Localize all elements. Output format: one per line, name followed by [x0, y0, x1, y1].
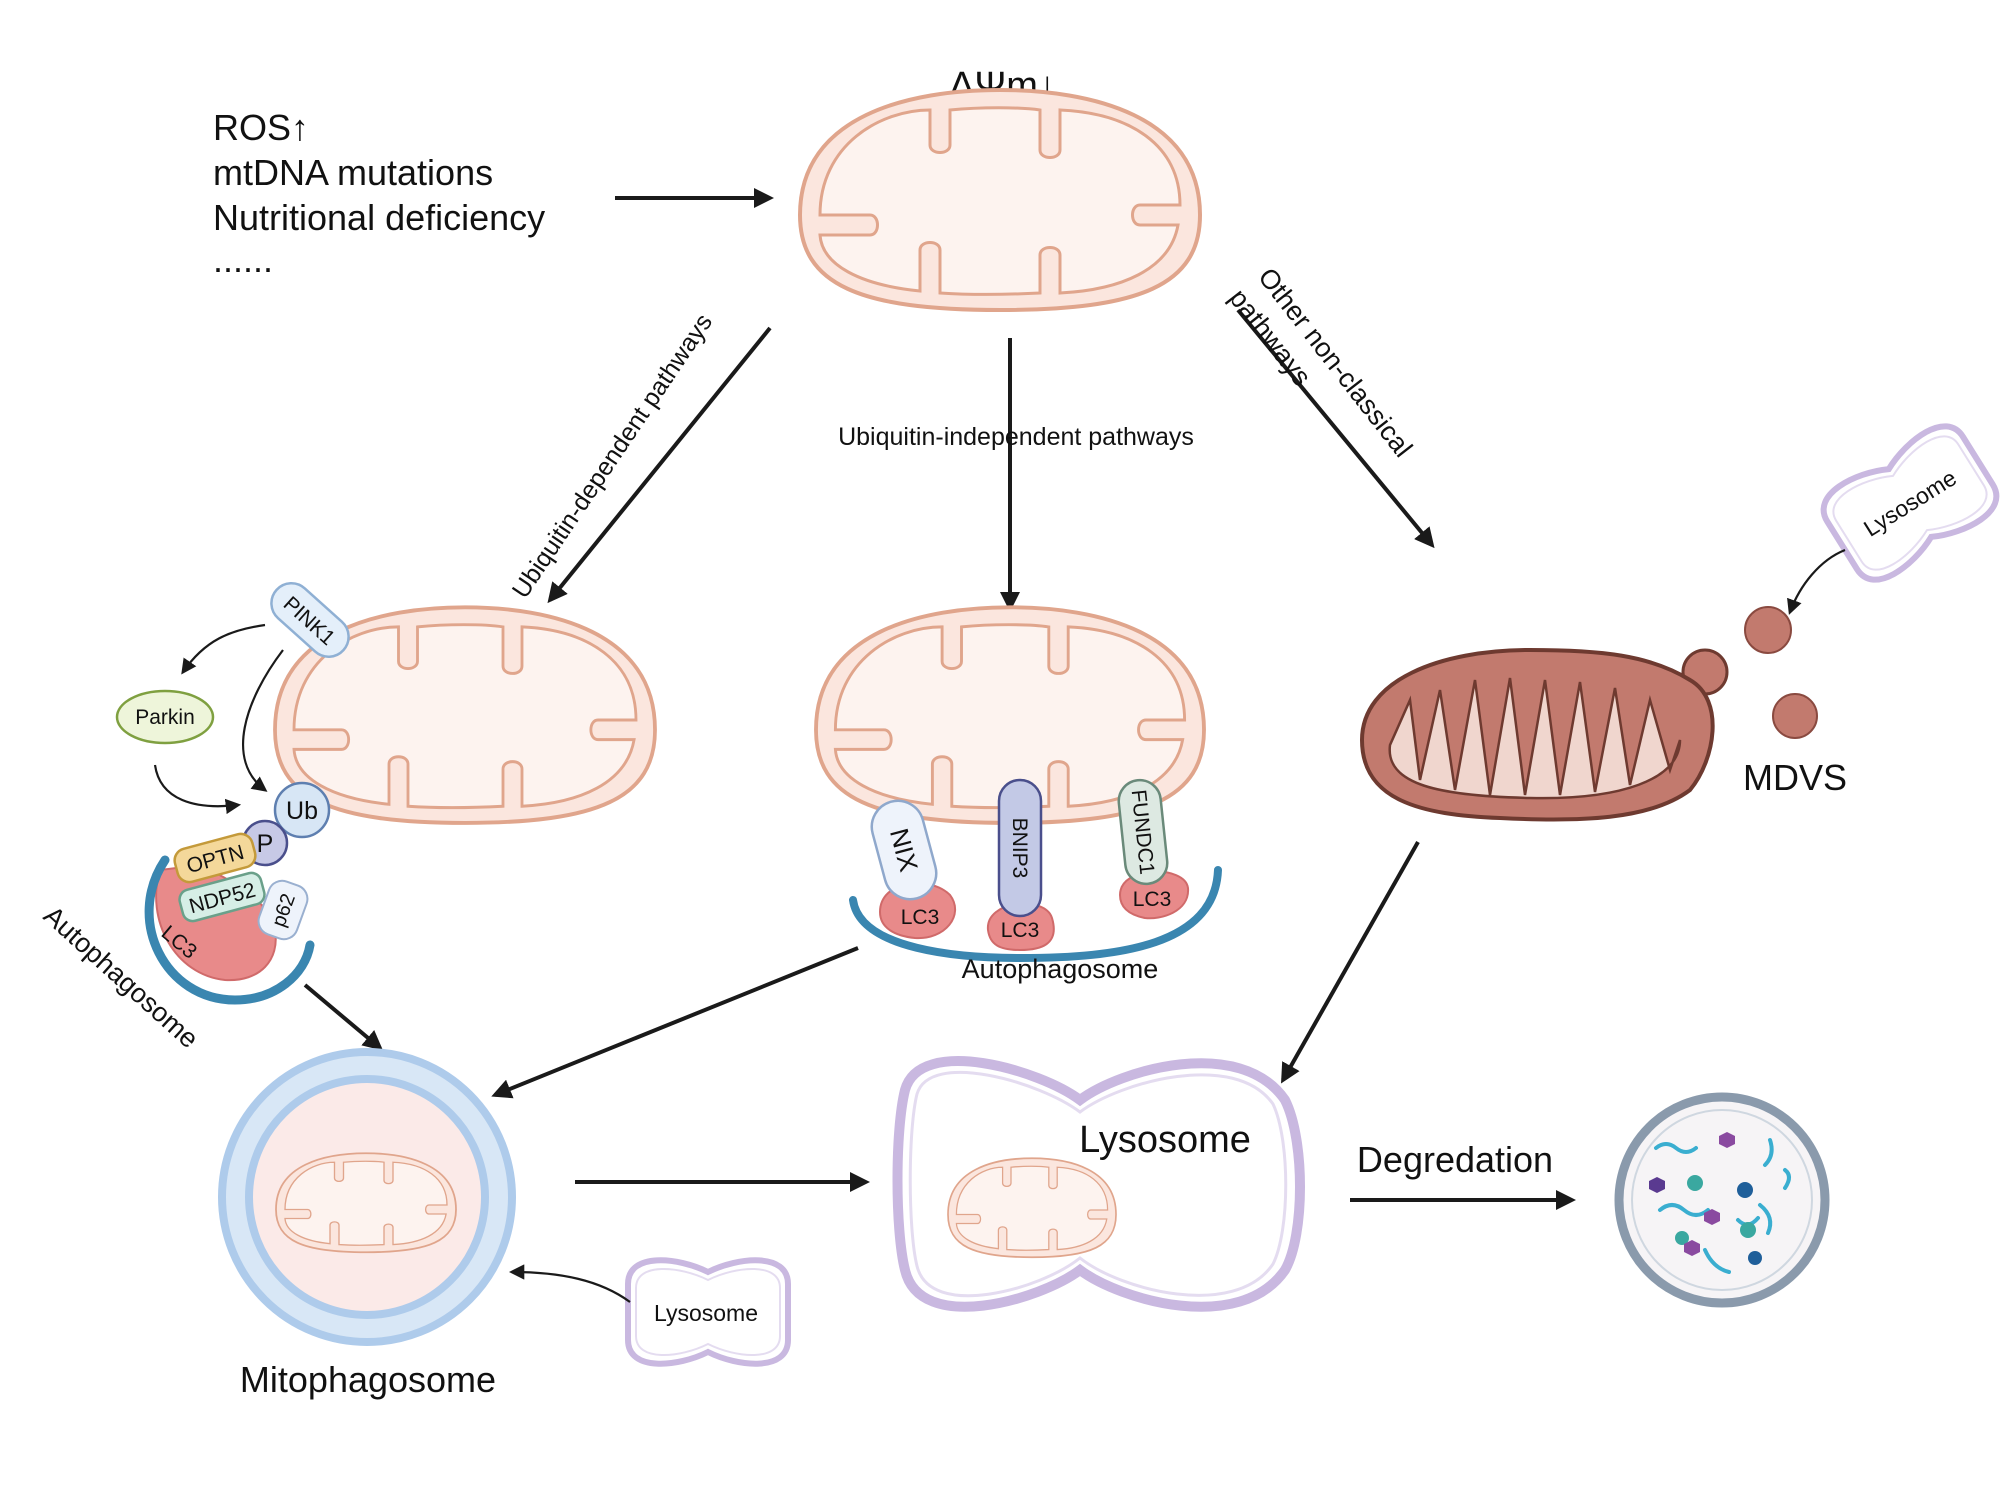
label-ub-independent: Ubiquitin-independent pathways — [838, 423, 1194, 451]
nix-protein: NIX — [870, 799, 938, 901]
lc3-label-bnip3: LC3 — [1001, 919, 1040, 942]
bnip3-protein: BNIP3 — [997, 778, 1043, 918]
lc3-label-fundc1: LC3 — [1133, 888, 1172, 911]
mdvs-label: MDVS — [1743, 757, 1847, 798]
stressor-ros: ROS↑ — [213, 107, 309, 148]
middle-autophagosome-membrane — [849, 866, 1222, 963]
arrow-pink1-to-parkin — [181, 623, 266, 675]
mitophagosome-mitochondrion — [275, 1152, 457, 1254]
arrow-ub-dependent — [547, 326, 772, 604]
arrow-mdvs-to-lysosome — [1281, 841, 1420, 1084]
arrow-lysosome-to-mdv — [1787, 548, 1846, 615]
p-label: P — [257, 830, 274, 858]
fundc1-protein: FUNDC1 — [1117, 778, 1169, 886]
arrow-parkin-to-ub — [153, 764, 242, 815]
lysosome-mitochondrion — [947, 1157, 1117, 1259]
stressor-ellipsis: ...... — [213, 239, 273, 280]
arrow-left-to-mitophagosome — [303, 983, 384, 1051]
degradation-label: Degredation — [1357, 1139, 1553, 1180]
main-lysosome-label: Lysosome — [1079, 1119, 1251, 1161]
top-mitochondrion — [798, 88, 1202, 312]
mitophagosome-label: Mitophagosome — [240, 1359, 496, 1400]
mdv-vesicle-2 — [1772, 693, 1818, 739]
ub-protein — [273, 781, 331, 839]
bnip3-label: BNIP3 — [1008, 818, 1031, 879]
left-autophagosome-membrane — [144, 855, 315, 1005]
small-lysosome-bottom: Lysosome — [625, 1257, 791, 1367]
ub-label: Ub — [286, 797, 318, 825]
p62-protein: p62 — [257, 879, 309, 941]
damaged-mitochondrion — [1359, 647, 1729, 822]
small-lysosome-bottom-label: Lysosome — [654, 1300, 758, 1326]
small-lysosome-right: Lysosome — [1820, 423, 2000, 583]
lc3-label-nix: LC3 — [901, 906, 940, 929]
parkin-protein — [115, 689, 215, 745]
arrow-non-classical — [1236, 308, 1435, 549]
stressor-nutrition: Nutritional deficiency — [213, 197, 545, 238]
middle-autophagosome-label: Autophagosome — [962, 954, 1159, 984]
mdv-vesicle-1 — [1744, 606, 1792, 654]
arrow-middle-to-mitophagosome — [491, 946, 859, 1099]
stressor-mtdna: mtDNA mutations — [213, 152, 493, 193]
degraded-contents — [1614, 1092, 1830, 1308]
arrow-lysosome-to-mitophagosome — [508, 1264, 631, 1303]
label-ub-dependent: Ubiquitin-dependent pathways — [507, 309, 718, 603]
parkin-label: Parkin — [135, 706, 195, 729]
arrow-pink1-to-ub — [242, 649, 284, 792]
